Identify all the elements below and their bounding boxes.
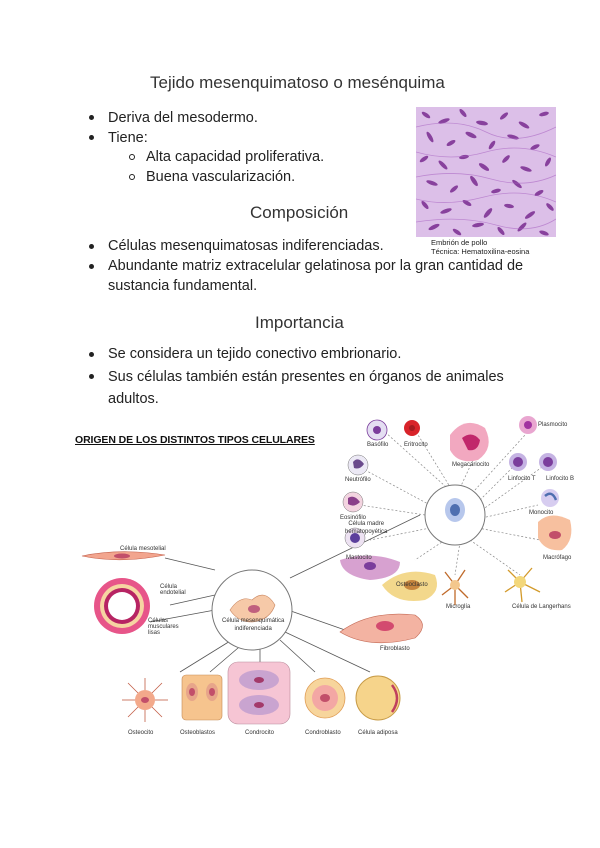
page-title: Tejido mesenquimatoso o mesénquima xyxy=(150,73,445,92)
label-hemato-2: hematopoyética xyxy=(345,529,388,535)
sub-bullet-circle xyxy=(129,154,135,160)
mesenchyme-micrograph xyxy=(416,107,556,237)
label-mesenchymal-2: indiferenciada xyxy=(234,626,272,632)
bullet-dot xyxy=(89,374,94,379)
cell-origin-diagram xyxy=(81,416,572,725)
sub-bullet-circle xyxy=(129,174,135,180)
micrograph-image xyxy=(416,107,556,237)
label-neutrofilo: Neutrófilo xyxy=(345,477,371,483)
label-adiposa: Célula adiposa xyxy=(358,730,398,736)
bullet-tiene: Tiene: xyxy=(108,130,148,146)
importancia-item-1: Se considera un tejido conectivo embrion… xyxy=(108,346,402,362)
label-eritrocito: Eritrocito xyxy=(404,442,428,448)
bullet-dot xyxy=(89,135,94,140)
label-microglia: Microglía xyxy=(446,604,471,610)
composicion-item-2: Abundante matriz extracelular gelatinosa… xyxy=(108,258,524,294)
label-osteoblastos: Osteoblastos xyxy=(180,730,216,736)
micrograph-caption-2: Técnica: Hematoxilina-eosina xyxy=(431,247,530,256)
composicion-item-1: Células mesenquimatosas indiferenciadas. xyxy=(108,238,384,254)
label-condrocito: Condrocito xyxy=(245,730,275,736)
sub-bullet-vascularizacion: Buena vascularización. xyxy=(146,169,296,185)
sub-bullet-proliferativa: Alta capacidad proliferativa. xyxy=(146,149,325,165)
bullet-dot xyxy=(89,115,94,120)
importancia-item-2: Sus células también están presentes en ó… xyxy=(108,369,504,407)
label-linfocito-b: Linfocito B xyxy=(546,476,575,482)
label-langerhans: Célula de Langerhans xyxy=(512,604,571,610)
label-eosinofilo: Eosinófilo xyxy=(340,515,367,521)
section-title-importancia: Importancia xyxy=(255,313,344,332)
label-linfocito-t: Linfocito T xyxy=(508,476,536,482)
label-hemato-1: Célula madre xyxy=(348,521,385,527)
label-mastocito: Mastocito xyxy=(346,555,372,561)
label-monocito: Monocito xyxy=(529,510,554,516)
label-musculares-lisas: Células musculares lisas xyxy=(148,618,179,636)
section-title-composicion: Composición xyxy=(250,203,349,222)
label-mesenchymal-1: Célula mesenquimática xyxy=(222,618,285,624)
bullet-dot xyxy=(89,352,94,357)
label-osteocito: Osteocito xyxy=(128,730,154,736)
label-macrofago: Macrófago xyxy=(543,555,572,561)
label-osteoclasto: Osteoclasto xyxy=(396,582,428,588)
bullet-deriva: Deriva del mesodermo. xyxy=(108,110,258,126)
label-plasmocito: Plasmocito xyxy=(538,422,568,428)
bullet-dot xyxy=(89,264,94,269)
label-mesotelial: Célula mesotelial xyxy=(120,546,166,552)
label-megacariocito: Megacariocito xyxy=(452,462,490,468)
figure-title: ORIGEN DE LOS DISTINTOS TIPOS CELULARES xyxy=(75,434,315,446)
label-endotelial: Célula endotelial xyxy=(160,584,186,596)
label-basofilo: Basófilo xyxy=(367,442,389,448)
micrograph-caption-1: Embrión de pollo xyxy=(431,238,488,247)
bullet-dot xyxy=(89,244,94,249)
label-condroblasto: Condroblasto xyxy=(305,730,341,736)
label-fibroblasto: Fibroblasto xyxy=(380,646,410,652)
